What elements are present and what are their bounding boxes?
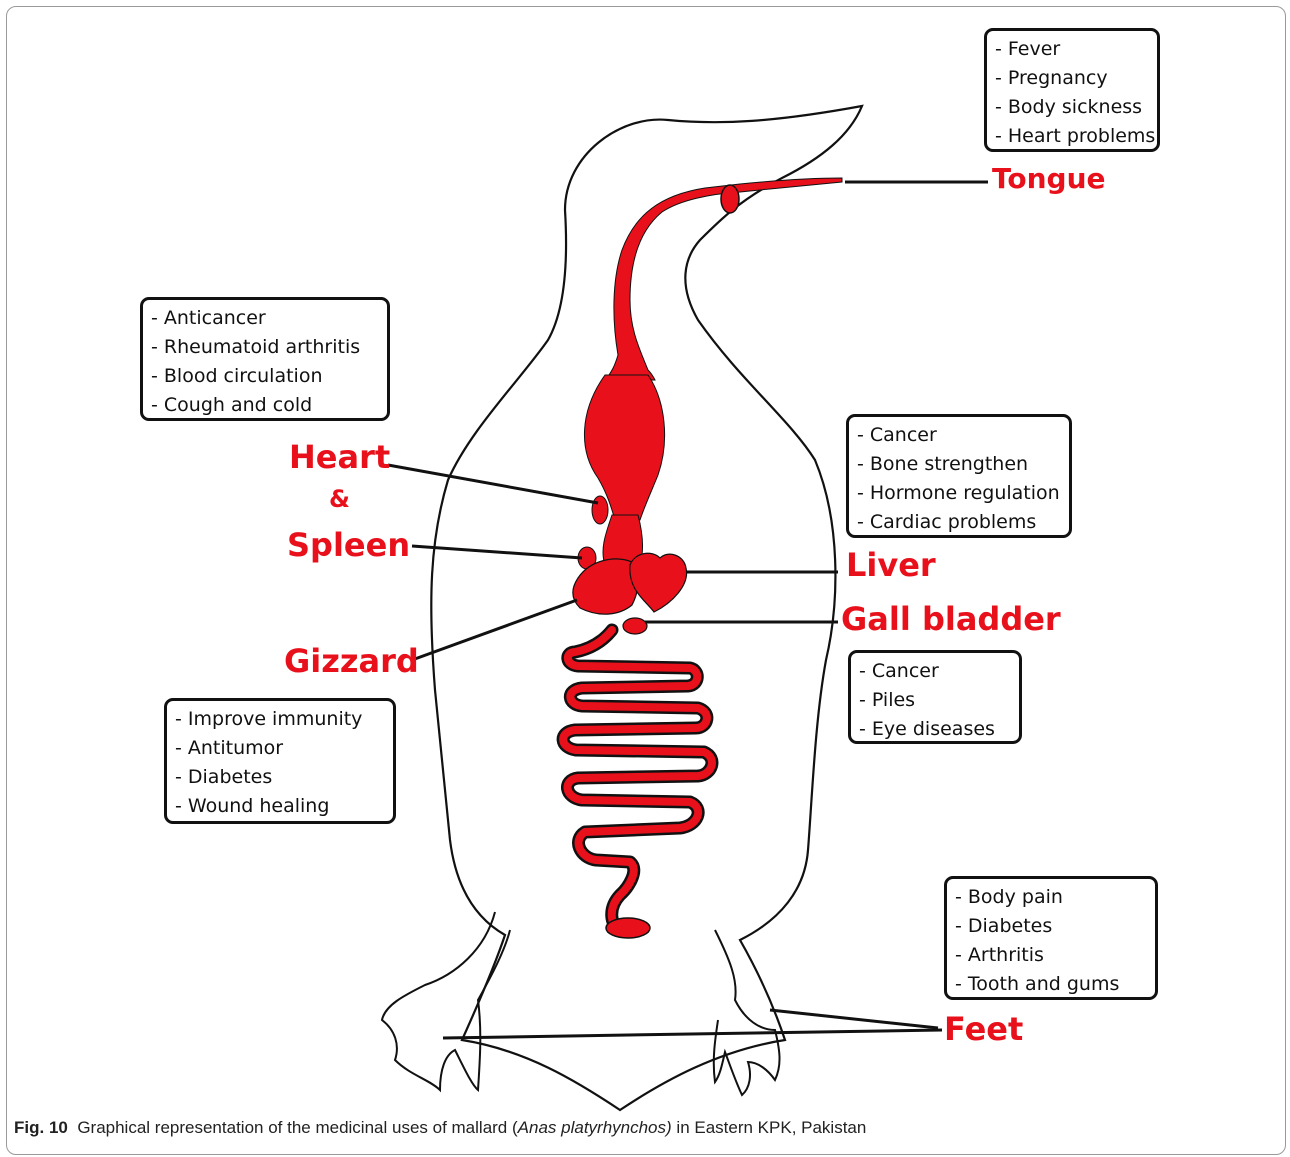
gall-bladder-use-item: - Cancer — [859, 657, 1011, 686]
feet-use-item: - Arthritis — [955, 941, 1147, 970]
tongue-use-item: - Pregnancy — [995, 64, 1149, 93]
tongue-use-item: - Fever — [995, 35, 1149, 64]
spleen-label: Spleen — [287, 526, 410, 564]
liver-use-item: - Hormone regulation — [857, 479, 1061, 508]
feet-uses-box: - Body pain - Diabetes - Arthritis - Too… — [944, 876, 1158, 1000]
gall-bladder-label: Gall bladder — [841, 600, 1061, 638]
feet-use-item: - Tooth and gums — [955, 970, 1147, 999]
heart-label: Heart — [289, 438, 390, 476]
gall-bladder-uses-box: - Cancer - Piles - Eye diseases — [848, 650, 1022, 744]
heart-spleen-use-item: - Cough and cold — [151, 391, 379, 420]
heart-spleen-use-item: - Rheumatoid arthritis — [151, 333, 379, 362]
gizzard-use-item: - Improve immunity — [175, 705, 385, 734]
feet-leader-line-left — [443, 1030, 942, 1038]
heart-leader-line — [388, 465, 598, 503]
liver-use-item: - Cardiac problems — [857, 508, 1061, 537]
gizzard-use-item: - Diabetes — [175, 763, 385, 792]
tongue-use-item: - Body sickness — [995, 93, 1149, 122]
ampersand-label: & — [329, 485, 350, 513]
gizzard-use-item: - Antitumor — [175, 734, 385, 763]
feet-leader-line-right — [770, 1010, 938, 1028]
tongue-uses-box: - Fever - Pregnancy - Body sickness - He… — [984, 28, 1160, 152]
gizzard-leader-line — [412, 600, 577, 660]
intestine-fill — [563, 630, 712, 930]
liver-uses-box: - Cancer - Bone strengthen - Hormone reg… — [846, 414, 1072, 538]
gall-bladder-shape — [623, 618, 647, 634]
left-foot-outline — [382, 912, 510, 1090]
gizzard-use-item: - Wound healing — [175, 792, 385, 821]
bird-outline — [431, 106, 862, 1110]
caption-text: Graphical representation of the medicina… — [77, 1118, 517, 1137]
feet-use-item: - Body pain — [955, 883, 1147, 912]
tongue-use-item: - Heart problems — [995, 122, 1149, 151]
feet-use-item: - Diabetes — [955, 912, 1147, 941]
heart-spleen-use-item: - Blood circulation — [151, 362, 379, 391]
caption-species: Anas platyrhynchos) — [518, 1118, 672, 1137]
gizzard-uses-box: - Improve immunity - Antitumor - Diabete… — [164, 698, 396, 824]
feet-label: Feet — [944, 1010, 1023, 1048]
cloaca-shape — [606, 918, 650, 938]
liver-use-item: - Cancer — [857, 421, 1061, 450]
heart-shape — [592, 496, 608, 524]
liver-shape — [630, 553, 687, 612]
liver-label: Liver — [846, 546, 936, 584]
gizzard-label: Gizzard — [284, 642, 419, 680]
tongue-shape — [721, 185, 739, 213]
heart-spleen-uses-box: - Anticancer - Rheumatoid arthritis - Bl… — [140, 297, 390, 421]
gall-bladder-use-item: - Piles — [859, 686, 1011, 715]
caption-text-end: in Eastern KPK, Pakistan — [672, 1118, 867, 1137]
gall-bladder-use-item: - Eye diseases — [859, 715, 1011, 744]
figure-caption: Fig. 10 Graphical representation of the … — [14, 1118, 866, 1138]
right-foot-outline — [714, 930, 780, 1095]
heart-spleen-use-item: - Anticancer — [151, 304, 379, 333]
liver-use-item: - Bone strengthen — [857, 450, 1061, 479]
figure-number: Fig. 10 — [14, 1118, 68, 1137]
spleen-leader-line — [412, 546, 582, 558]
tongue-label: Tongue — [992, 162, 1106, 195]
